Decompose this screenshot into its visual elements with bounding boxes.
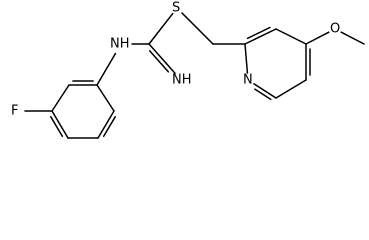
bond-py_c6-pyridine_n [253, 83, 277, 101]
bond-stroke [51, 84, 70, 112]
bond-py_c3-py_c4 [275, 28, 307, 45]
bond-stroke [148, 43, 176, 75]
bond-stroke [254, 88, 272, 101]
bond-py_c4-methoxy_o [305, 31, 330, 45]
bond-stroke [96, 52, 117, 86]
bond-stroke [253, 83, 277, 99]
bond-py_c2-py_c3 [244, 26, 277, 45]
bond-stroke [275, 79, 307, 99]
molecule-structure-diagram: F NH NH S N O [11, 1, 365, 139]
bond-layer [24, 12, 365, 139]
atom-label-layer: F NH NH S N O [11, 1, 340, 119]
atom-label-sulfur: S [172, 1, 180, 16]
bond-py_c5-py_c6 [275, 79, 307, 99]
bond-c_ring_1-amine_n [96, 52, 117, 86]
bond-c_ring_6-c_ring_1 [96, 84, 115, 112]
bond-stroke [305, 31, 330, 45]
bond-c_ring_1-c_ring_2 [68, 80, 98, 86]
bond-stroke [96, 84, 115, 112]
bond-c_ring_3-c_ring_4 [50, 110, 69, 139]
atom-label-methoxy_o: O [330, 22, 340, 37]
atom-label-imine_n: NH [172, 73, 192, 88]
atom-label-amine_n: NH [110, 37, 130, 52]
bond-pyridine_n-py_c2 [244, 43, 249, 74]
bond-amidine_c-sulfur [148, 12, 174, 45]
bond-amidine_c-imine_n [148, 43, 176, 75]
bond-stroke [244, 28, 277, 45]
bond-stroke [97, 110, 115, 139]
bond-stroke [51, 110, 69, 139]
bond-py_c4-py_c5 [305, 43, 311, 81]
bond-stroke [50, 116, 64, 138]
bond-stroke [244, 43, 249, 74]
bond-stroke [246, 26, 271, 40]
bond-stroke [275, 28, 307, 45]
bond-stroke [340, 31, 365, 45]
bond-c_ring_5-c_ring_6 [97, 110, 116, 139]
bond-sulfur-methylene_c [181, 12, 214, 45]
bond-stroke [102, 116, 116, 138]
bond-methoxy_o-methyl_c [340, 31, 365, 45]
atom-label-pyridine_n: N [243, 73, 253, 88]
bond-stroke [181, 12, 214, 45]
bond-stroke [148, 50, 170, 73]
bond-c_ring_2-c_ring_3 [51, 84, 70, 112]
bond-stroke [148, 12, 174, 45]
atom-label-fluorine: F [11, 104, 18, 119]
